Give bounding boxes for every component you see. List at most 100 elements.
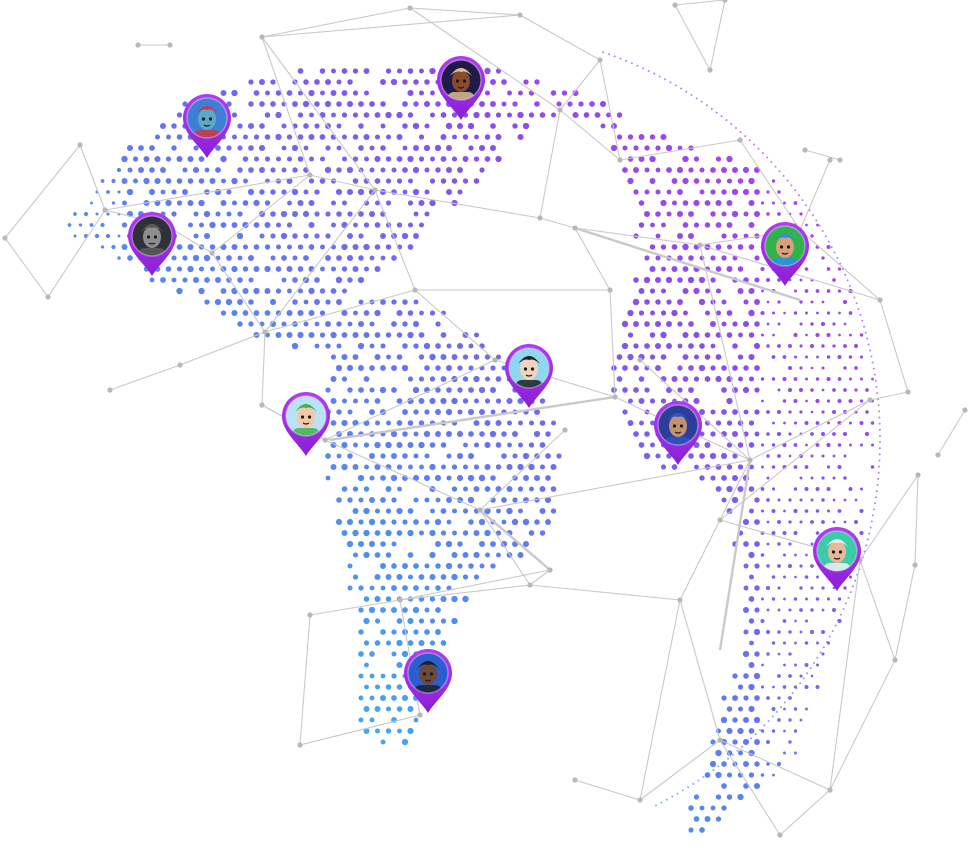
map-dot: [467, 496, 475, 504]
map-dot: [325, 145, 331, 151]
network-node: [915, 472, 921, 478]
map-dot: [247, 254, 255, 262]
map-dot: [821, 652, 825, 656]
map-dot: [358, 651, 364, 657]
map-dot: [693, 156, 700, 162]
map-dot: [413, 233, 419, 239]
map-dot: [451, 551, 458, 559]
map-dot: [782, 399, 787, 403]
map-dot: [688, 255, 694, 261]
map-dot: [363, 617, 370, 625]
map-dot: [418, 332, 425, 338]
map-dot: [782, 641, 787, 645]
map-dot: [385, 156, 392, 162]
map-dot: [413, 453, 419, 459]
location-pin-elder[interactable]: [810, 525, 864, 593]
map-dot: [697, 779, 700, 782]
map-dot: [435, 563, 441, 569]
map-dot: [347, 233, 353, 239]
map-dot: [357, 320, 365, 328]
map-dot: [866, 337, 869, 340]
map-dot: [715, 332, 722, 338]
map-dot: [754, 541, 760, 547]
map-dot: [374, 398, 381, 404]
map-dot: [815, 421, 820, 425]
map-dot: [793, 399, 798, 403]
map-dot: [358, 101, 364, 107]
location-pin-red-cap[interactable]: [180, 92, 234, 160]
map-dot: [314, 299, 320, 305]
map-dot: [687, 276, 695, 284]
location-pin-safari-hat[interactable]: [434, 54, 488, 122]
map-dot: [561, 90, 568, 96]
avatar-safari-hat-icon: [441, 60, 481, 100]
map-dot: [810, 608, 814, 612]
map-dot: [805, 399, 808, 403]
map-dot: [797, 194, 800, 197]
map-dot: [815, 332, 820, 338]
map-dot: [826, 465, 831, 469]
map-dot: [95, 212, 99, 216]
network-node: [412, 287, 418, 293]
location-pin-black-hair[interactable]: [502, 342, 556, 410]
map-dot: [248, 299, 254, 305]
map-dot: [380, 695, 386, 701]
map-dot: [391, 541, 397, 547]
map-dot: [721, 497, 727, 503]
map-dot: [380, 585, 386, 591]
map-dot: [374, 573, 381, 581]
map-dot: [336, 145, 342, 151]
location-pin-buns[interactable]: [401, 647, 455, 715]
map-dot: [402, 343, 408, 349]
map-dot: [799, 586, 803, 590]
map-dot: [821, 388, 825, 392]
map-dot: [237, 211, 243, 217]
map-dot: [506, 112, 513, 118]
map-dot: [644, 343, 650, 349]
map-dot: [330, 331, 337, 339]
network-line: [559, 59, 601, 111]
map-dot: [771, 597, 776, 601]
map-dot: [324, 78, 332, 86]
map-dot: [721, 475, 727, 481]
map-dot: [105, 233, 111, 239]
map-dot: [815, 219, 818, 222]
location-pin-blue-hair[interactable]: [758, 220, 812, 288]
map-dot: [484, 376, 491, 382]
map-dot: [815, 685, 820, 689]
location-pin-hoodie[interactable]: [651, 399, 705, 467]
map-dot: [754, 365, 760, 371]
network-node: [537, 215, 543, 221]
location-pin-ape[interactable]: [125, 210, 179, 278]
map-dot: [511, 518, 519, 526]
map-dot: [793, 597, 798, 601]
map-dot: [281, 145, 287, 151]
map-dot: [806, 672, 809, 675]
map-dot: [810, 388, 814, 392]
map-dot: [407, 68, 414, 74]
map-dot: [192, 276, 200, 284]
map-dot: [783, 707, 786, 711]
map-dot: [407, 155, 414, 163]
map-dot: [793, 421, 798, 425]
map-dot: [363, 332, 370, 338]
network-line: [679, 519, 721, 601]
map-dot: [737, 727, 744, 735]
map-dot: [490, 409, 496, 415]
map-dot: [159, 122, 167, 130]
location-pin-green-hair[interactable]: [279, 390, 333, 458]
map-dot: [815, 487, 820, 491]
map-dot: [149, 167, 155, 173]
network-line: [399, 584, 531, 601]
map-dot: [732, 453, 738, 459]
map-dot: [804, 684, 809, 690]
map-dot: [734, 126, 737, 129]
map-dot: [407, 178, 414, 184]
map-dot: [270, 79, 276, 85]
map-dot: [775, 710, 778, 713]
map-dot: [864, 331, 867, 334]
map-dot: [314, 189, 320, 195]
map-dot: [424, 607, 430, 613]
map-dot: [248, 277, 254, 283]
map-dot: [787, 387, 793, 393]
